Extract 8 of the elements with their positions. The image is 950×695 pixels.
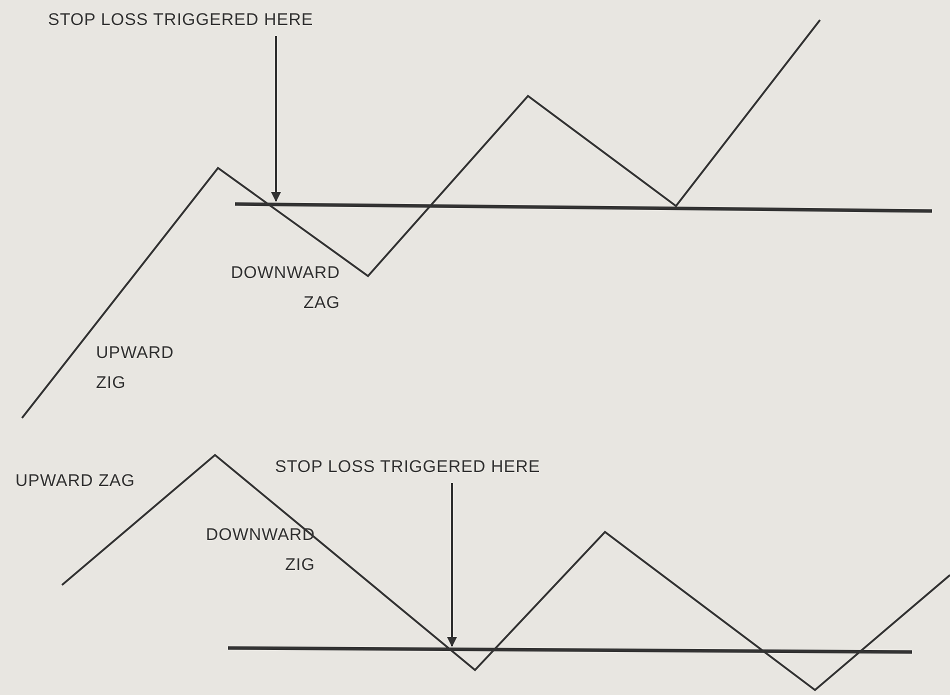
annotation-text: DOWNWARD ZIG xyxy=(204,524,315,576)
annotation-text: UPWARD ZIG xyxy=(96,342,175,394)
leader-line xyxy=(447,483,457,647)
annotation-text: UPWARD ZAG xyxy=(14,470,135,492)
annotation-text: DOWNWARD ZAG xyxy=(230,262,340,314)
leader-line xyxy=(271,36,281,202)
annotation-text: STOP LOSS TRIGGERED HERE xyxy=(275,455,540,479)
annotation-text: STOP LOSS TRIGGERED HERE xyxy=(48,8,314,32)
